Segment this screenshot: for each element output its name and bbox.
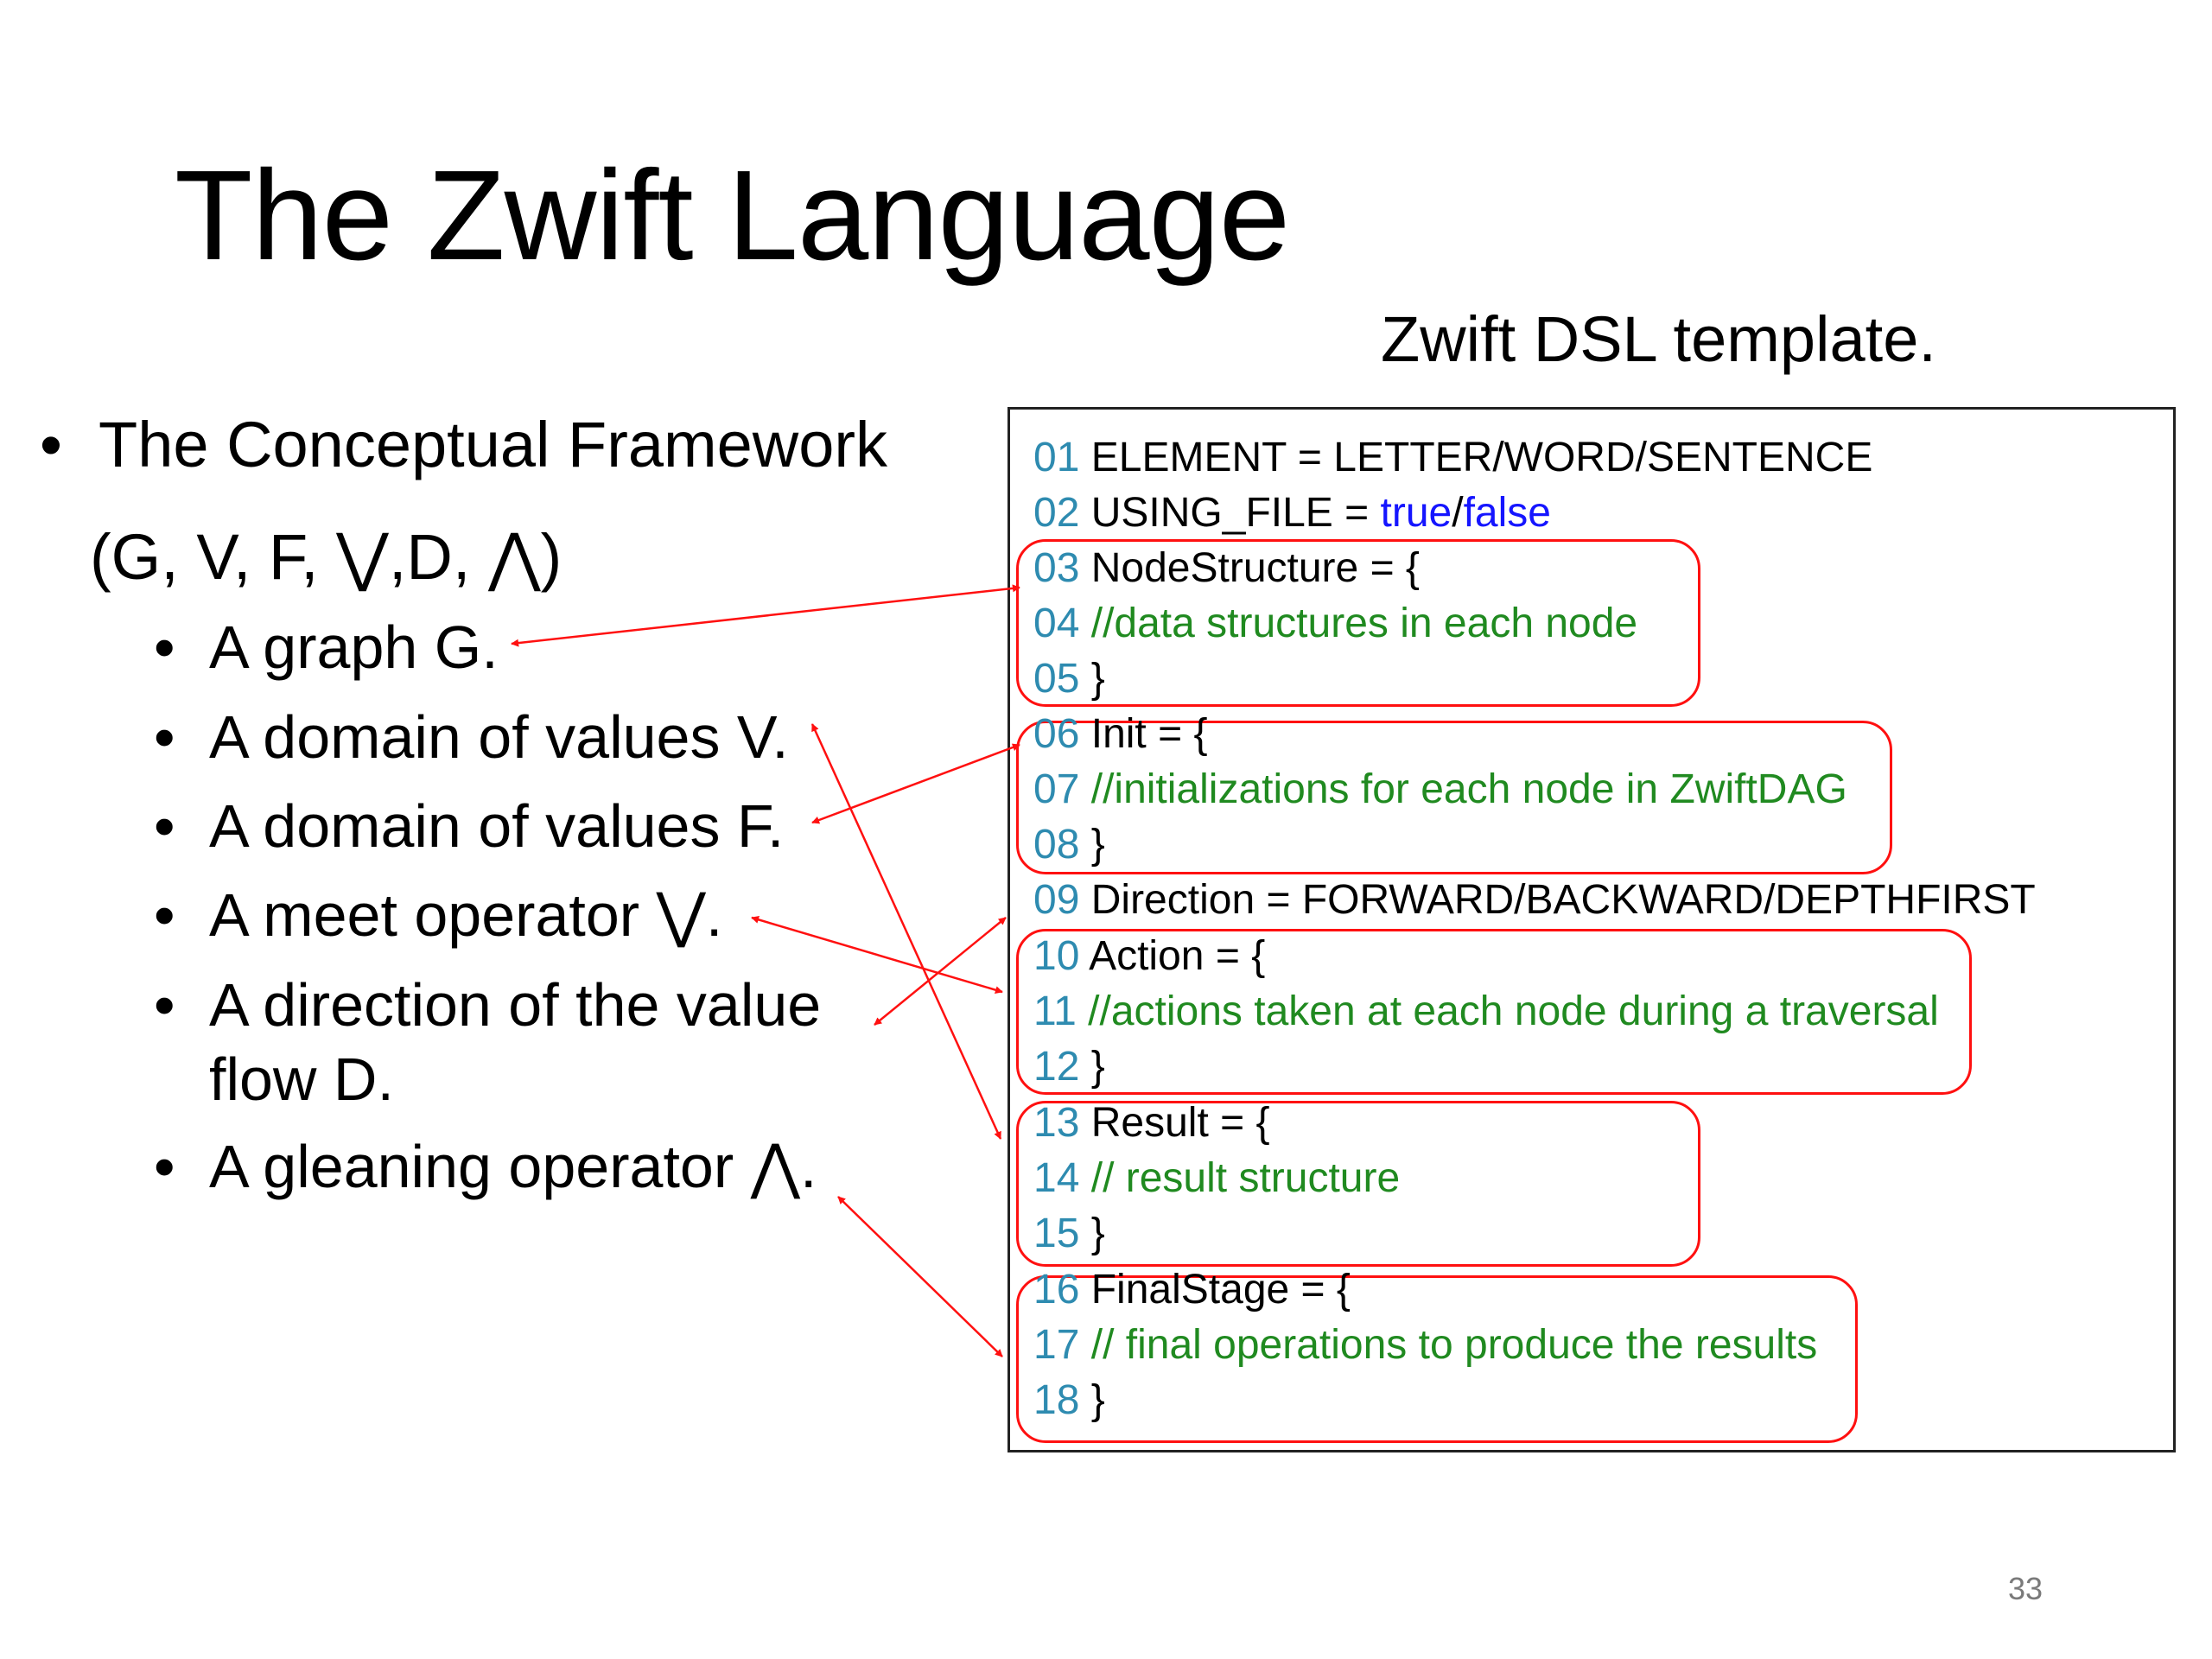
bullet-framework-text: The Conceptual Framework — [99, 409, 888, 480]
bullet-framework: • The Conceptual Framework — [40, 402, 887, 488]
arrow-domain-f-to-init — [811, 743, 1020, 824]
bullet-dot-icon: • — [154, 971, 175, 1039]
code-line-06: 06 Init = { — [1033, 711, 1208, 757]
code-template-caption: Zwift DSL template. — [1381, 303, 1936, 375]
code-line-07: 07 //initializations for each node in Zw… — [1033, 766, 1847, 812]
page-number: 33 — [2008, 1571, 2044, 1606]
bullet-graph-text: A graph G. — [209, 613, 499, 681]
slide-title: The Zwift Language — [175, 144, 1290, 287]
code-line-05: 05 } — [1033, 656, 1105, 702]
code-line-03: 03 NodeStructure = { — [1033, 545, 1420, 591]
bullet-dot-icon: • — [154, 1133, 175, 1200]
bullet-domain-f-text: A domain of values F. — [209, 792, 785, 860]
code-line-17: 17 // final operations to produce the re… — [1033, 1322, 1818, 1368]
code-line-10: 10 Action = { — [1033, 933, 1266, 979]
bullet-gleaning-operator: • A gleaning operator ⋀. — [154, 1129, 817, 1204]
bullet-domain-f: • A domain of values F. — [154, 789, 784, 863]
bullet-dot-icon: • — [154, 703, 175, 771]
bullet-direction-text: A direction of the value — [209, 971, 822, 1039]
code-line-08: 08 } — [1033, 822, 1105, 868]
code-line-04: 04 //data structures in each node — [1033, 601, 1638, 646]
arrow-direction-to-direction-line — [874, 917, 1007, 1026]
bullet-dot-icon: • — [40, 409, 62, 480]
framework-tuple: (G, V, F, ⋁,D, ⋀) — [90, 521, 563, 593]
code-line-11: 11 //actions taken at each node during a… — [1033, 988, 1939, 1034]
bullet-dot-icon: • — [154, 881, 175, 949]
bullet-meet-operator-text: A meet operator ⋁. — [209, 881, 723, 949]
bullet-dot-icon: • — [154, 792, 175, 860]
code-line-15: 15 } — [1033, 1211, 1105, 1256]
final-stage-group-box — [1016, 1275, 1858, 1443]
arrow-meet-to-action — [751, 915, 1003, 995]
bullet-gleaning-operator-text: A gleaning operator ⋀. — [209, 1133, 817, 1200]
code-line-18: 18 } — [1033, 1377, 1105, 1423]
bullet-domain-v: • A domain of values V. — [154, 700, 789, 774]
code-line-16: 16 FinalStage = { — [1033, 1267, 1351, 1313]
bullet-dot-icon: • — [154, 613, 175, 681]
arrow-graph-to-nodestructure — [511, 584, 1020, 647]
code-line-01: 01 ELEMENT = LETTER/WORD/SENTENCE — [1033, 435, 1873, 480]
code-line-02: 02 USING_FILE = true/false — [1033, 490, 1551, 536]
bullet-direction: • A direction of the value flow D. — [154, 968, 821, 1116]
arrow-gleaning-to-finalstage — [837, 1196, 1003, 1357]
bullet-domain-v-text: A domain of values V. — [209, 703, 789, 771]
action-group-box — [1016, 929, 1972, 1095]
bullet-meet-operator: • A meet operator ⋁. — [154, 878, 722, 952]
result-group-box — [1016, 1101, 1700, 1267]
code-line-14: 14 // result structure — [1033, 1155, 1401, 1201]
code-line-09: 09 Direction = FORWARD/BACKWARD/DEPTHFIR… — [1033, 877, 2036, 923]
code-line-13: 13 Result = { — [1033, 1100, 1270, 1146]
code-line-12: 12 } — [1033, 1044, 1105, 1090]
bullet-graph: • A graph G. — [154, 610, 499, 684]
bullet-direction-continuation: flow D. — [209, 1046, 394, 1113]
